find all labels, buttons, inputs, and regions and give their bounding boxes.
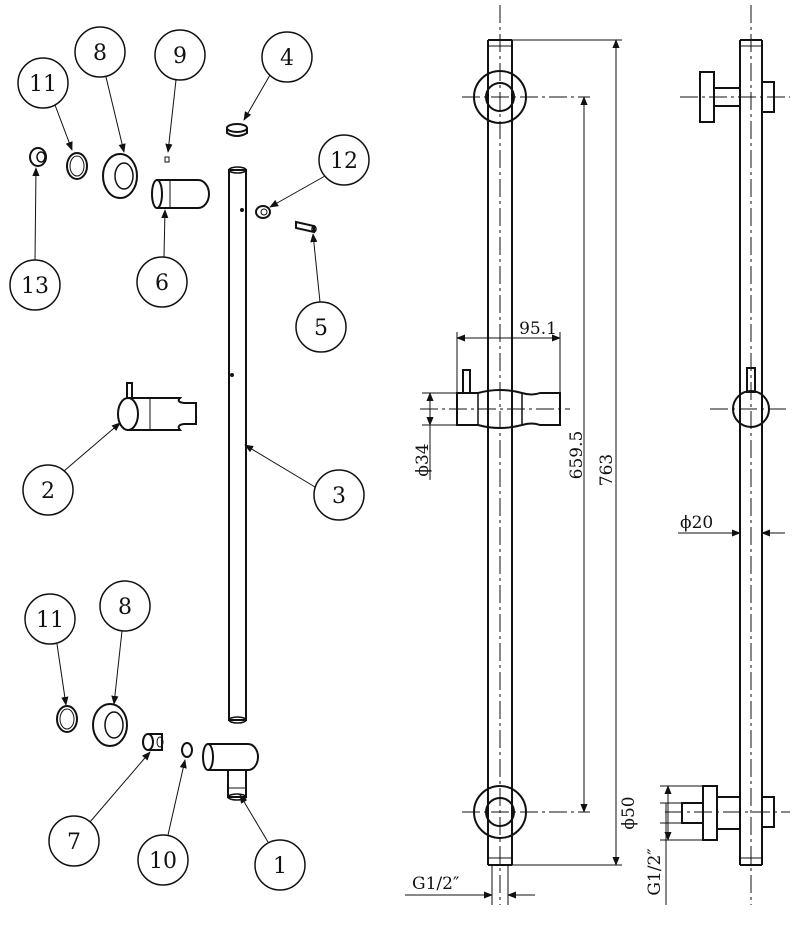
callout-label: 13	[21, 274, 49, 299]
callout-label: 1	[273, 854, 287, 879]
callout-6: 6	[136, 209, 188, 308]
slider-side	[710, 367, 790, 428]
part-grub-screw	[164, 156, 170, 163]
callout-8-upper: 8	[74, 26, 126, 153]
dim-flange-dia: ϕ50	[619, 785, 703, 841]
part-upper-bracket	[151, 179, 210, 209]
part-flange-lower	[92, 703, 128, 747]
part-nut-small	[29, 147, 47, 167]
callout-label: 4	[280, 46, 294, 71]
part-small-nut	[255, 205, 271, 219]
dim-text: ϕ50	[619, 796, 639, 829]
callout-10: 10	[137, 759, 189, 886]
callout-5: 5	[295, 233, 347, 353]
callout-label: 9	[173, 44, 187, 69]
dim-inner-length: 659.5	[567, 96, 588, 813]
lower-mount	[462, 785, 590, 839]
callout-2: 2	[22, 422, 121, 516]
callout-11-upper: 11	[17, 57, 73, 151]
callout-label: 5	[314, 316, 328, 341]
callout-label: 7	[67, 830, 81, 855]
part-washer	[181, 742, 193, 758]
dim-slider-dia: ϕ34	[413, 392, 457, 480]
upper-bracket-side	[680, 71, 790, 123]
dim-text: 95.1	[519, 319, 557, 339]
callout-label: 11	[36, 608, 64, 633]
slider-front	[420, 369, 570, 429]
exploded-view: 13 11 8 9 4 12 6	[9, 26, 370, 891]
dim-text: 659.5	[567, 431, 587, 480]
callout-label: 2	[41, 479, 55, 504]
callout-3: 3	[244, 444, 365, 521]
upper-mount	[462, 70, 590, 124]
callout-label: 8	[118, 595, 132, 620]
callout-8-lower: 8	[99, 580, 151, 705]
callout-label: 12	[330, 149, 358, 174]
callout-13: 13	[9, 167, 61, 311]
callout-11-lower: 11	[24, 593, 76, 706]
part-rail	[228, 166, 247, 724]
part-slider	[117, 382, 197, 431]
dim-text: ϕ20	[680, 513, 713, 533]
part-end-cap	[226, 123, 248, 137]
side-view: ϕ20 ϕ50 G1/2″	[619, 5, 790, 905]
front-view: 95.1 ϕ34 659.5 763 G1/2″	[405, 5, 622, 905]
dim-rail-dia: ϕ20	[678, 513, 785, 537]
dim-thread-front: G1/2″	[405, 865, 535, 905]
part-o-ring-lower	[56, 705, 78, 733]
callout-label: 8	[93, 41, 107, 66]
callout-4: 4	[243, 31, 313, 121]
part-connector	[142, 733, 164, 751]
dim-thread-side: G1/2″	[645, 802, 682, 905]
callout-7: 7	[48, 751, 151, 867]
part-o-ring-upper	[66, 152, 88, 180]
callout-label: 11	[29, 72, 57, 97]
lower-bracket-side	[665, 785, 790, 841]
callout-12: 12	[269, 134, 370, 208]
part-wall-elbow	[202, 743, 259, 801]
callout-label: 6	[155, 271, 169, 296]
dim-text: G1/2″	[412, 874, 459, 894]
callout-9: 9	[154, 29, 206, 153]
callout-label: 3	[332, 484, 346, 509]
callout-1: 1	[239, 794, 306, 891]
callout-label: 10	[149, 849, 177, 874]
dim-text: ϕ34	[413, 443, 433, 476]
dim-overall-length: 763	[512, 39, 622, 866]
part-pin	[295, 220, 317, 234]
part-flange-upper	[102, 153, 138, 199]
dim-text: G1/2″	[645, 848, 665, 895]
dim-slider-width: 95.1	[456, 319, 561, 393]
dim-text: 763	[597, 454, 617, 486]
